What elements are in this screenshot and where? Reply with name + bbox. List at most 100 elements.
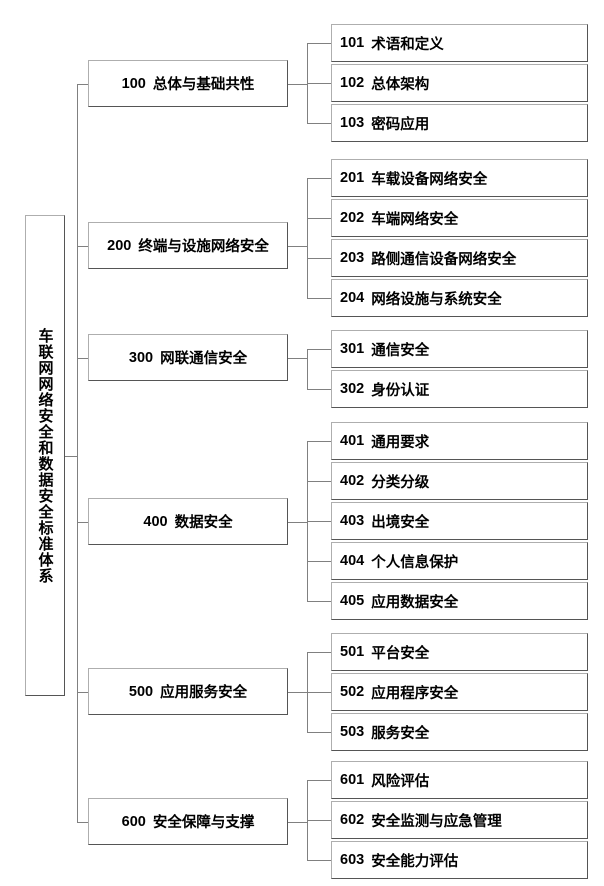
leaf-node-501[interactable]: 501 平台安全 — [331, 633, 588, 671]
leaf-node-label: 车载设备网络安全 — [371, 171, 488, 188]
leaf-node-label: 应用程序安全 — [371, 685, 459, 702]
leaf-node-label: 风险评估 — [371, 773, 430, 790]
connector-branch-stub-300 — [288, 357, 307, 359]
branch-node-label: 数据安全 — [174, 515, 233, 531]
root-node[interactable]: 车联网网络安全和数据安全标准体系 — [25, 215, 65, 696]
connector-leaf-403 — [307, 521, 331, 522]
leaf-node-number: 203 — [340, 250, 365, 266]
connector-trunk-200 — [307, 178, 308, 298]
root-node-label: 车联网网络安全和数据安全标准体系 — [36, 327, 54, 584]
leaf-node-label: 路侧通信设备网络安全 — [371, 251, 517, 268]
leaf-node-602[interactable]: 602 安全监测与应急管理 — [331, 801, 588, 839]
leaf-node-label: 安全能力评估 — [371, 853, 459, 870]
leaf-node-label: 车端网络安全 — [371, 211, 459, 228]
connector-leaf-402 — [307, 481, 331, 482]
branch-node-label: 安全保障与支撑 — [152, 815, 255, 831]
leaf-node-203[interactable]: 203 路侧通信设备网络安全 — [331, 239, 588, 277]
connector-leaf-102 — [307, 83, 331, 84]
leaf-node-number: 101 — [340, 35, 365, 51]
leaf-node-label: 个人信息保护 — [371, 554, 459, 571]
branch-node-number: 400 — [143, 513, 168, 530]
leaf-node-label: 密码应用 — [371, 116, 430, 133]
leaf-node-number: 405 — [340, 593, 365, 609]
leaf-node-603[interactable]: 603 安全能力评估 — [331, 841, 588, 879]
leaf-node-number: 403 — [340, 513, 365, 529]
connector-trunk-level1 — [77, 83, 78, 822]
connector-leaf-301 — [307, 349, 331, 350]
connector-leaf-203 — [307, 258, 331, 259]
branch-node-label: 终端与设施网络安全 — [138, 239, 269, 255]
connector-branch-600 — [77, 821, 88, 823]
leaf-node-label: 平台安全 — [371, 645, 430, 662]
branch-node-number: 500 — [128, 683, 154, 700]
leaf-node-402[interactable]: 402 分类分级 — [331, 462, 588, 500]
connector-branch-200 — [77, 245, 88, 247]
branch-node-label: 网联通信安全 — [160, 351, 248, 367]
connector-leaf-401 — [307, 441, 331, 442]
leaf-node-number: 502 — [340, 684, 365, 700]
leaf-node-number: 102 — [340, 75, 365, 91]
connector-leaf-405 — [307, 601, 331, 602]
leaf-node-102[interactable]: 102 总体架构 — [331, 64, 588, 102]
branch-node-500[interactable]: 500 应用服务安全 — [88, 668, 288, 715]
branch-node-label: 总体与基础共性 — [152, 77, 255, 93]
leaf-node-number: 602 — [340, 812, 365, 828]
connector-root-stub — [65, 455, 77, 457]
connector-leaf-404 — [307, 561, 331, 562]
leaf-node-label: 术语和定义 — [371, 36, 444, 53]
branch-node-number: 600 — [121, 813, 146, 830]
leaf-node-label: 服务安全 — [371, 725, 430, 742]
branch-node-300[interactable]: 300 网联通信安全 — [88, 334, 288, 381]
connector-leaf-204 — [307, 298, 331, 299]
leaf-node-number: 202 — [340, 210, 365, 226]
leaf-node-202[interactable]: 202 车端网络安全 — [331, 199, 588, 237]
branch-node-number: 300 — [128, 349, 154, 366]
connector-leaf-501 — [307, 652, 331, 653]
connector-leaf-103 — [307, 123, 331, 124]
leaf-node-101[interactable]: 101 术语和定义 — [331, 24, 588, 62]
leaf-node-302[interactable]: 302 身份认证 — [331, 370, 588, 408]
leaf-node-label: 应用数据安全 — [371, 594, 459, 611]
leaf-node-label: 安全监测与应急管理 — [371, 813, 502, 830]
leaf-node-number: 302 — [340, 381, 365, 397]
branch-node-400[interactable]: 400 数据安全 — [88, 498, 288, 545]
leaf-node-number: 201 — [340, 170, 365, 186]
connector-leaf-603 — [307, 860, 331, 861]
connector-branch-stub-200 — [288, 245, 307, 247]
connector-leaf-502 — [307, 692, 331, 693]
connector-leaf-602 — [307, 820, 331, 821]
connector-branch-500 — [77, 691, 88, 693]
leaf-node-label: 分类分级 — [371, 474, 430, 491]
leaf-node-number: 501 — [340, 644, 365, 660]
leaf-node-label: 身份认证 — [371, 382, 430, 399]
leaf-node-201[interactable]: 201 车载设备网络安全 — [331, 159, 588, 197]
connector-branch-stub-600 — [288, 821, 307, 823]
leaf-node-number: 603 — [340, 852, 365, 868]
connector-branch-100 — [77, 83, 88, 85]
leaf-node-number: 402 — [340, 473, 365, 489]
connector-leaf-601 — [307, 780, 331, 781]
connector-branch-stub-500 — [288, 691, 307, 693]
connector-branch-stub-400 — [288, 521, 307, 523]
connector-branch-stub-100 — [288, 83, 307, 85]
connector-branch-400 — [77, 521, 88, 523]
leaf-node-label: 通用要求 — [371, 434, 430, 451]
leaf-node-label: 通信安全 — [371, 342, 430, 359]
leaf-node-502[interactable]: 502 应用程序安全 — [331, 673, 588, 711]
leaf-node-number: 204 — [340, 290, 365, 306]
leaf-node-405[interactable]: 405 应用数据安全 — [331, 582, 588, 620]
branch-node-label: 应用服务安全 — [160, 685, 248, 701]
branch-node-600[interactable]: 600 安全保障与支撑 — [88, 798, 288, 845]
leaf-node-label: 总体架构 — [371, 76, 430, 93]
